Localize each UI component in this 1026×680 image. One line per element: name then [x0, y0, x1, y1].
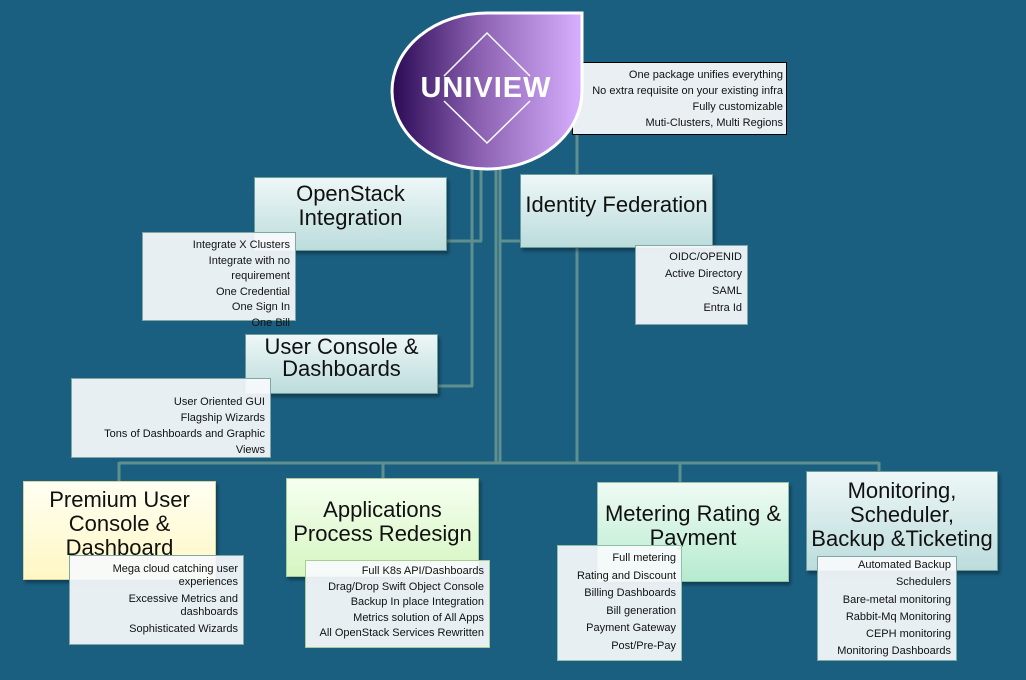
- applications-details: Full K8s API/Dashboards Drag/Drop Swift …: [305, 560, 490, 648]
- detail-item: One Sign In: [231, 301, 290, 313]
- premium-details: Mega cloud catching user experiences Exc…: [69, 555, 244, 645]
- node-title-line: Identity Federation: [525, 192, 708, 217]
- detail-item: Excessive Metrics and dashboards: [128, 593, 238, 618]
- detail-item: Automated Backup: [858, 559, 951, 571]
- node-identity-federation[interactable]: Identity Federation: [520, 174, 713, 248]
- node-monitoring-scheduler-backup[interactable]: Monitoring, Scheduler, Backup &Ticketing: [806, 471, 998, 571]
- node-title-line: Console &: [68, 511, 171, 536]
- detail-item: SAML: [712, 285, 742, 297]
- node-title-line: OpenStack: [296, 181, 405, 206]
- detail-item: Full metering: [612, 552, 676, 564]
- node-title-line: Integration: [298, 205, 403, 230]
- highlight-item: No extra requisite on your existing infr…: [592, 85, 783, 97]
- detail-item: Mega cloud catching user experiences: [112, 563, 238, 588]
- highlights-box: One package unifies everything No extra …: [572, 62, 787, 135]
- detail-item: Bill generation: [606, 604, 676, 617]
- detail-item: Integrate X Clusters: [192, 239, 290, 251]
- detail-item: User Oriented GUI: [173, 396, 265, 408]
- node-title-line: Scheduler,: [850, 502, 954, 527]
- detail-item: OIDC/OPENID: [669, 251, 742, 263]
- openstack-details: Integrate X Clusters Integrate with no r…: [142, 232, 296, 329]
- detail-item: One Bill: [251, 316, 290, 329]
- detail-item: Active Directory: [664, 268, 742, 280]
- detail-item: All OpenStack Services Rewritten: [319, 627, 484, 639]
- node-title-line: Process Redesign: [293, 521, 472, 546]
- node-title-line: Metering Rating &: [604, 501, 782, 526]
- metering-details: Full metering Rating and Discount Billin…: [557, 545, 682, 661]
- detail-item: CEPH monitoring: [866, 628, 951, 641]
- detail-item: Monitoring Dashboards: [837, 645, 951, 658]
- highlight-item: One package unifies everything: [628, 69, 783, 81]
- detail-item: Tons of Dashboards and Graphic Views: [104, 428, 265, 456]
- detail-item: Post/Pre-Pay: [611, 639, 676, 652]
- node-title-line: Applications: [323, 497, 442, 522]
- detail-item: Flagship Wizards: [180, 412, 265, 424]
- detail-item: Sophisticated Wizards: [129, 623, 238, 635]
- node-user-console-dashboards[interactable]: User Console & Dashboards: [245, 334, 438, 394]
- detail-item: Billing Dashboards: [584, 587, 676, 599]
- detail-item: Integrate with no requirement: [208, 254, 290, 283]
- logo-text: UNIVIEW: [420, 72, 552, 104]
- detail-item: Entra Id: [703, 302, 742, 314]
- node-title-line: Backup &Ticketing: [811, 526, 993, 551]
- user-console-details: User Oriented GUI Flagship Wizards Tons …: [71, 378, 271, 458]
- highlight-item: Fully customizable: [692, 101, 783, 113]
- detail-item: One Credential: [216, 285, 290, 298]
- monitoring-details: Automated Backup Schedulers Bare-metal m…: [817, 556, 957, 661]
- detail-item: Metrics solution of All Apps: [353, 611, 484, 624]
- node-title-line: Dashboards: [282, 356, 401, 381]
- detail-item: Rating and Discount: [576, 569, 676, 582]
- detail-item: Payment Gateway: [586, 622, 676, 634]
- highlight-item: Muti-Clusters, Multi Regions: [645, 117, 783, 129]
- identity-details: OIDC/OPENID Active Directory SAML Entra …: [635, 245, 748, 325]
- detail-item: Backup In place Integration: [350, 596, 484, 608]
- node-title-line: User Console &: [264, 334, 419, 359]
- node-openstack-integration[interactable]: OpenStack Integration: [254, 177, 447, 251]
- detail-item: Full K8s API/Dashboards: [361, 565, 484, 577]
- detail-item: Drag/Drop Swift Object Console: [328, 580, 484, 593]
- node-title-line: Premium User: [49, 487, 190, 512]
- detail-item: Schedulers: [895, 576, 951, 589]
- detail-item: Rabbit-Mq Monitoring: [845, 610, 951, 623]
- detail-item: Bare-metal monitoring: [842, 593, 951, 606]
- node-title-line: Monitoring,: [847, 478, 957, 503]
